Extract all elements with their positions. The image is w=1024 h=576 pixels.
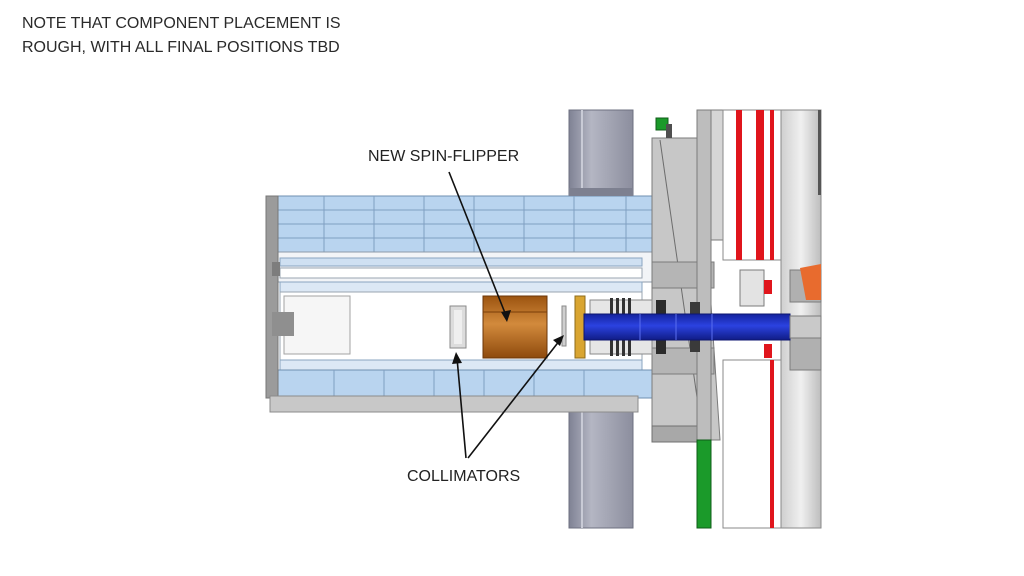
collimator-arrowhead-right xyxy=(553,335,564,346)
collimators-callout: COLLIMATORS xyxy=(407,468,521,485)
spin-flipper-leader xyxy=(448,171,508,319)
spin-flipper xyxy=(482,295,548,359)
shield-housing xyxy=(265,195,653,399)
collimator-left xyxy=(449,305,467,349)
green-fitting-top xyxy=(655,117,672,138)
spin-flipper-arrowhead xyxy=(501,310,511,322)
beam-pipe xyxy=(583,313,822,341)
collimator-right xyxy=(561,305,567,347)
collimator-leader-right xyxy=(467,339,561,459)
note-line-2: ROUGH, WITH ALL FINAL POSITIONS TBD xyxy=(22,39,340,56)
green-rail-bottom xyxy=(696,439,712,529)
base-plate xyxy=(269,395,639,413)
placement-note: NOTE THAT COMPONENT PLACEMENT IS ROUGH, … xyxy=(22,12,341,60)
collimator-leader-left xyxy=(456,357,467,459)
post-collar xyxy=(569,188,633,196)
note-line-1: NOTE THAT COMPONENT PLACEMENT IS xyxy=(22,15,341,32)
spin-flipper-callout: NEW SPIN-FLIPPER xyxy=(368,148,520,165)
collimator-arrowhead-left xyxy=(452,352,462,364)
